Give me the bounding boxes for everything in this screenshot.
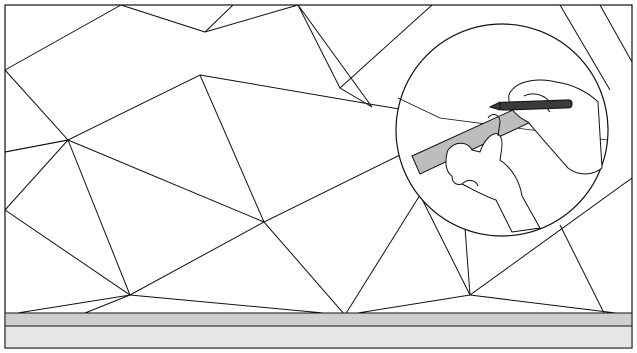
pattern-line: [344, 193, 471, 316]
pattern-line: [79, 294, 131, 316]
floor-strip: [4, 325, 633, 349]
detail-inset: [395, 23, 609, 237]
pattern-line: [559, 224, 606, 316]
pattern-line: [339, 4, 433, 89]
pattern-line: [4, 4, 234, 71]
marker-icon: [488, 99, 573, 111]
hand-icon: [445, 114, 541, 233]
pattern-line: [469, 294, 633, 316]
skirting-board: [4, 312, 633, 327]
pattern-line: [199, 74, 406, 111]
pattern-line: [559, 4, 611, 91]
pattern-line: [599, 4, 633, 63]
pattern-line: [469, 177, 633, 296]
pattern-line: [4, 139, 69, 211]
pattern-line: [129, 149, 411, 316]
pattern-line: [344, 294, 471, 316]
pattern-line: [67, 139, 265, 223]
pattern-line: [4, 74, 265, 296]
triangle-pattern: [4, 4, 633, 316]
